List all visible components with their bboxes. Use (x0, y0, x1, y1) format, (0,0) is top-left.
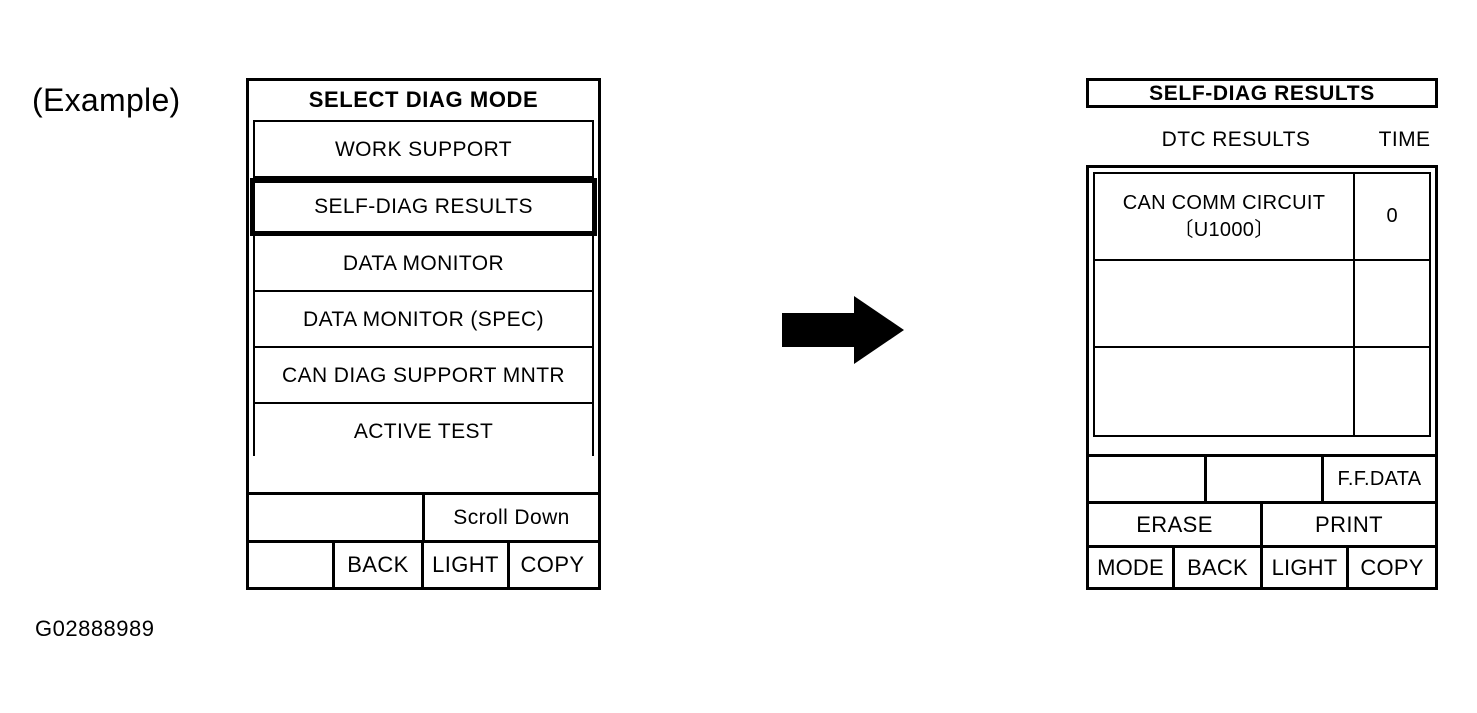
dtc-results-header: DTC RESULTS (1161, 128, 1311, 151)
table-row[interactable]: CAN COMM CIRCUIT 〔U1000〕 0 (1095, 174, 1429, 261)
dtc-description-cell (1095, 348, 1355, 435)
right-mode-button[interactable]: MODE (1089, 548, 1175, 587)
time-header: TIME (1378, 128, 1431, 151)
table-row[interactable] (1095, 261, 1429, 348)
ff-data-button[interactable]: F.F.DATA (1337, 467, 1422, 490)
dtc-description-cell: CAN COMM CIRCUIT 〔U1000〕 (1095, 174, 1355, 259)
table-row[interactable] (1095, 348, 1429, 435)
left-light-button[interactable]: LIGHT (424, 543, 510, 587)
right-copy-button[interactable]: COPY (1360, 554, 1424, 580)
dtc-time-cell: 0 (1386, 205, 1398, 227)
menu-item-data-monitor-spec[interactable]: DATA MONITOR (SPEC) (255, 292, 592, 348)
diag-mode-menu-list: WORK SUPPORT SELF-DIAG RESULTS DATA MONI… (253, 120, 594, 460)
menu-item-can-diag-support-mntr[interactable]: CAN DIAG SUPPORT MNTR (255, 348, 592, 404)
left-copy-button[interactable]: COPY (520, 552, 585, 577)
right-soft-key-row: MODE BACK LIGHT COPY (1089, 545, 1435, 587)
right-back-button[interactable]: BACK (1175, 548, 1263, 587)
right-light-button[interactable]: LIGHT (1263, 548, 1349, 587)
left-scroll-blank-cell (249, 495, 425, 540)
left-back-button[interactable]: BACK (335, 543, 424, 587)
ff-blank-cell-1 (1089, 457, 1207, 501)
left-screen-blank-area (249, 458, 598, 493)
menu-item-active-test[interactable]: ACTIVE TEST (255, 404, 592, 460)
dtc-results-table: CAN COMM CIRCUIT 〔U1000〕 0 (1093, 172, 1431, 437)
ff-blank-cell-2 (1207, 457, 1324, 501)
menu-item-work-support[interactable]: WORK SUPPORT (255, 122, 592, 178)
self-diag-results-screen: CAN COMM CIRCUIT 〔U1000〕 0 F.F.DATA ERAS… (1086, 165, 1438, 590)
print-button[interactable]: PRINT (1315, 511, 1383, 537)
left-screen-title: SELECT DIAG MODE (308, 87, 539, 112)
left-scroll-row: Scroll Down (249, 492, 598, 540)
menu-item-data-monitor[interactable]: DATA MONITOR (255, 236, 592, 292)
figure-code: G02888989 (35, 616, 155, 641)
dtc-time-cell (1355, 261, 1429, 346)
dtc-description-cell (1095, 261, 1355, 346)
example-label: (Example) (32, 82, 181, 118)
erase-button[interactable]: ERASE (1089, 504, 1263, 545)
left-soft-key-blank (249, 543, 335, 587)
right-arrow-icon (782, 296, 904, 364)
menu-item-self-diag-results[interactable]: SELF-DIAG RESULTS (255, 178, 592, 236)
erase-print-row: ERASE PRINT (1089, 501, 1435, 545)
dtc-time-cell (1355, 348, 1429, 435)
dtc-column-headers: DTC RESULTS TIME (1086, 125, 1438, 155)
scroll-down-button[interactable]: Scroll Down (453, 505, 570, 529)
right-screen-title: SELF-DIAG RESULTS (1149, 82, 1375, 105)
right-screen-title-box: SELF-DIAG RESULTS (1086, 78, 1438, 108)
freeze-frame-data-row: F.F.DATA (1089, 454, 1435, 501)
select-diag-mode-screen: SELECT DIAG MODE WORK SUPPORT SELF-DIAG … (246, 78, 601, 590)
left-soft-key-row: BACK LIGHT COPY (249, 540, 598, 587)
